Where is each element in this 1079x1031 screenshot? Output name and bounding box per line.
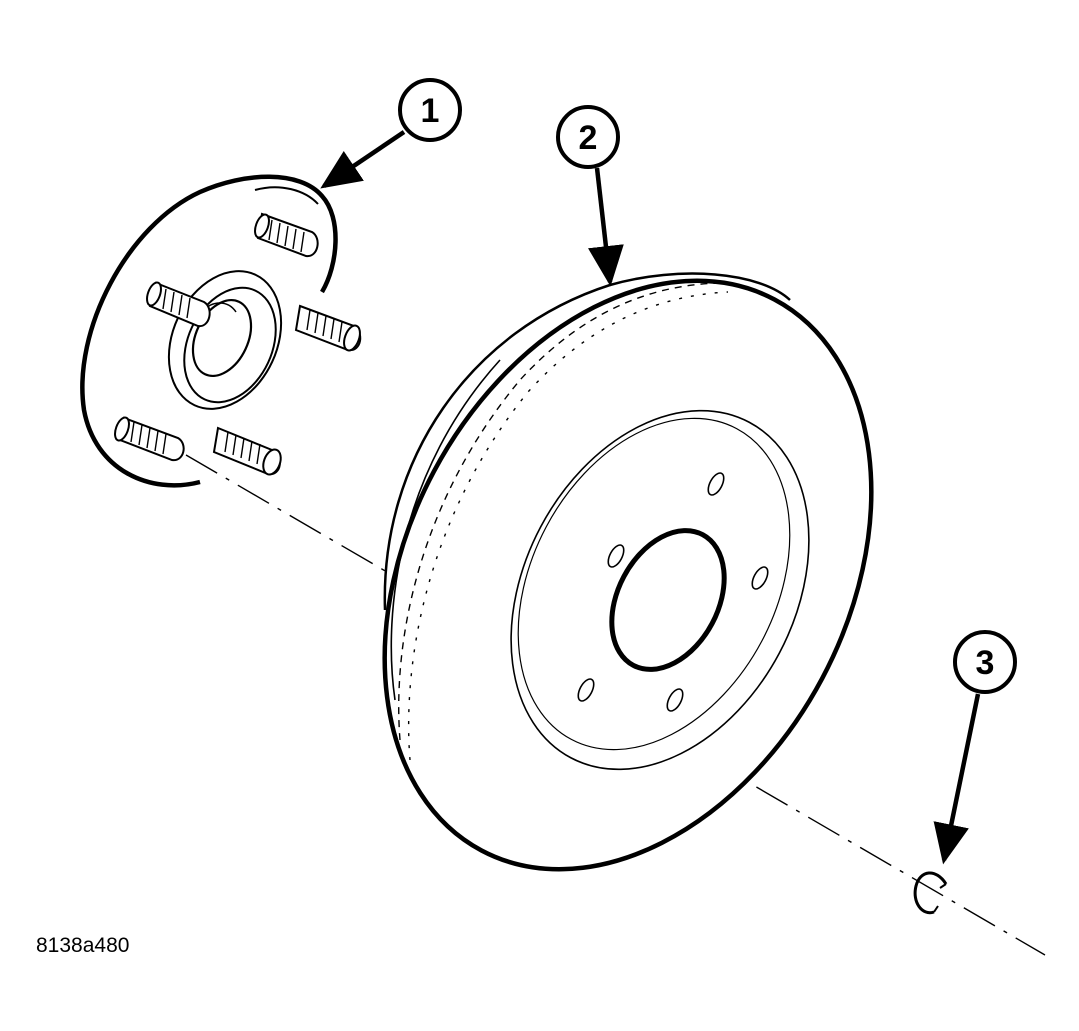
wheel-stud-bottom-right bbox=[212, 426, 282, 476]
brake-rotor bbox=[382, 272, 874, 872]
wheel-stud-bottom-left bbox=[114, 416, 185, 462]
callout-2: 2 bbox=[556, 105, 624, 287]
wheel-stud-top bbox=[254, 212, 319, 258]
callout-1-arrow bbox=[320, 130, 406, 189]
callout-2-number: 2 bbox=[579, 119, 598, 157]
wheel-stud-right bbox=[294, 304, 362, 352]
retainer-clip bbox=[913, 871, 948, 915]
figure-code: 8138a480 bbox=[36, 934, 130, 957]
callout-3-number: 3 bbox=[976, 644, 995, 682]
callout-3: 3 bbox=[933, 630, 1017, 865]
wheel-stud-left bbox=[146, 281, 211, 328]
callout-1: 1 bbox=[320, 78, 462, 189]
callout-2-arrow bbox=[588, 167, 624, 287]
callout-3-arrow bbox=[933, 693, 981, 865]
callout-1-number: 1 bbox=[421, 92, 440, 130]
